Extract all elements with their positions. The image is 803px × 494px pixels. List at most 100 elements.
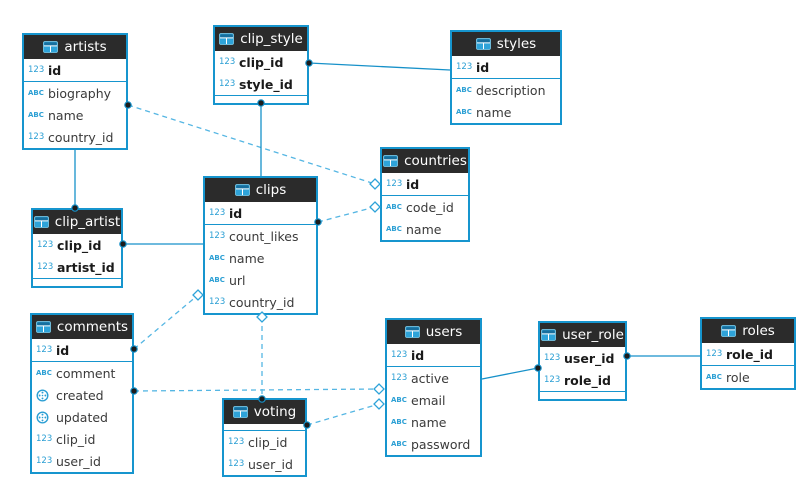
column-label: role_id [726,346,773,362]
column-label: style_id [239,76,293,92]
column-comments-created[interactable]: created [32,384,132,406]
numeric-123-icon: 123 [28,132,45,142]
relation-artists-countries[interactable] [127,104,376,185]
table-icon [232,406,248,418]
table-header-clips[interactable]: clips [205,178,316,202]
table-header-user_role[interactable]: user_role [540,323,625,347]
table-header-styles[interactable]: styles [452,32,560,56]
relation-comments-clips[interactable] [133,294,199,350]
column-label: user_id [56,453,101,469]
relation-comments-users[interactable] [133,388,380,392]
relation-clip_style-styles[interactable] [308,62,451,71]
table-icon [541,329,557,341]
diamond-connector-artists-countries[interactable] [369,178,381,190]
table-title: comments [56,319,129,335]
text-abc-icon: ABC [209,254,225,262]
numeric-123-icon: 123 [544,375,561,385]
table-header-clip_artist[interactable]: clip_artist [33,210,121,234]
table-title: countries [404,153,467,169]
numeric-123-icon: 123 [391,373,408,383]
column-label: role [726,369,750,385]
column-comments-updated[interactable]: updated [32,406,132,428]
column-label: id [476,59,490,75]
table-header-artists[interactable]: artists [24,35,126,59]
table-footer-strip [215,95,307,103]
column-label: biography [48,85,112,101]
numeric-123-icon: 123 [544,353,561,363]
text-abc-icon: ABC [456,108,472,116]
relation-user_role-users[interactable] [481,367,539,380]
column-label: id [48,62,62,78]
table-header-roles[interactable]: roles [702,319,794,343]
table-title: styles [496,36,537,52]
column-clips-name[interactable]: ABC name [205,247,316,269]
table-header-clip_style[interactable]: clip_style [215,27,307,51]
text-abc-icon: ABC [391,440,407,448]
table-header-countries[interactable]: countries [382,149,468,173]
column-label: clip_id [239,54,284,70]
column-label: clip_id [57,237,102,253]
numeric-123-icon: 123 [36,345,53,355]
relation-clips-countries[interactable] [317,206,376,223]
numeric-123-icon: 123 [36,434,53,444]
column-label: name [229,250,265,266]
text-abc-icon: ABC [28,111,44,119]
relation-voting-users[interactable] [306,403,380,426]
table-title: clip_artist [54,214,121,230]
table-header-users[interactable]: users [387,320,480,344]
table-header-comments[interactable]: comments [32,315,132,339]
table-header-voting[interactable]: voting [224,400,305,424]
